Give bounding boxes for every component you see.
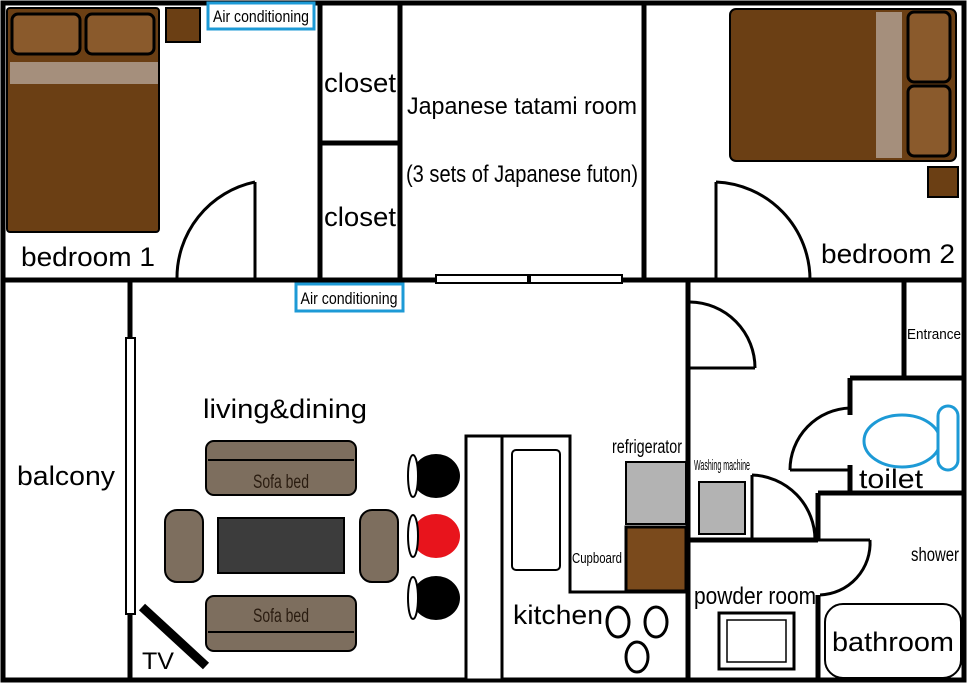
room-label-bathroom: bathroom [832, 627, 954, 657]
armchair-left [164, 509, 204, 583]
balcony-window [125, 337, 136, 615]
room-label-bedroom-2: bedroom 2 [821, 239, 955, 269]
sofa-label-top: Sofa bed [253, 472, 309, 493]
chair-red [412, 514, 460, 558]
tv-label: TV [142, 648, 174, 675]
door-hallway[interactable] [689, 300, 757, 370]
tv-unit [138, 603, 210, 670]
door-bathroom[interactable] [818, 538, 872, 597]
ac-unit-bedroom-1 [165, 7, 201, 43]
sofa-label-bottom: Sofa bed [253, 606, 309, 627]
room-label-powder-room: powder room [694, 583, 816, 610]
dining-chairs [407, 454, 460, 620]
ac-label-bedroom: Air conditioning [213, 7, 309, 26]
room-label-living: living&dining [203, 394, 367, 424]
washing-machine-box[interactable] [698, 481, 746, 535]
room-label-closet-bottom: closet [324, 202, 396, 232]
room-label-tatami: Japanese tatami room [407, 93, 637, 120]
room-label-shower: shower [911, 545, 960, 566]
washing-machine-label: Washing machine [694, 457, 750, 474]
chair [412, 454, 460, 498]
pillow [10, 12, 82, 56]
bathtub [824, 603, 962, 679]
headboard-strip [876, 12, 902, 158]
ac-label-box-living [294, 282, 405, 313]
coffee-table [217, 517, 345, 574]
sink [511, 449, 561, 571]
dining-counter [464, 434, 504, 682]
ac-label-box-bedroom [206, 1, 316, 31]
pillow [84, 12, 156, 56]
armchair-right [359, 509, 399, 583]
room-label-toilet: toilet [859, 464, 924, 494]
cupboard-box[interactable] [624, 525, 688, 593]
stove-burners [605, 605, 669, 674]
pillow [906, 84, 952, 158]
ac-unit-bedroom-2 [927, 166, 959, 198]
door-powder-room[interactable] [750, 473, 817, 541]
headboard-strip [10, 62, 158, 84]
washbasin-inner [726, 619, 787, 663]
room-label-entrance: Entrance [907, 326, 961, 343]
room-label-kitchen: kitchen [513, 600, 603, 630]
room-label-bedroom-1: bedroom 1 [21, 242, 155, 272]
room-label-closet-top: closet [324, 68, 396, 98]
room-label-balcony: balcony [17, 461, 116, 491]
door-toilet[interactable] [788, 406, 851, 472]
sofa-bed-top [205, 440, 357, 496]
pillow [906, 10, 952, 84]
sofa-bed-bottom [205, 595, 357, 652]
bed-bedroom-2 [729, 8, 957, 162]
door-bedroom-2[interactable] [714, 180, 812, 281]
bed-bedroom-1 [6, 7, 160, 233]
refrigerator-label: refrigerator [612, 437, 683, 458]
door-bedroom-1[interactable] [175, 180, 257, 281]
cupboard-label: Cupboard [572, 550, 622, 567]
tatami-sliding-door [435, 274, 623, 284]
refrigerator-box[interactable] [625, 461, 687, 525]
chair [412, 576, 460, 620]
room-label-tatami-note: (3 sets of Japanese futon) [406, 161, 638, 188]
toilet-fixture [862, 404, 960, 472]
ac-label-living: Air conditioning [301, 289, 398, 308]
